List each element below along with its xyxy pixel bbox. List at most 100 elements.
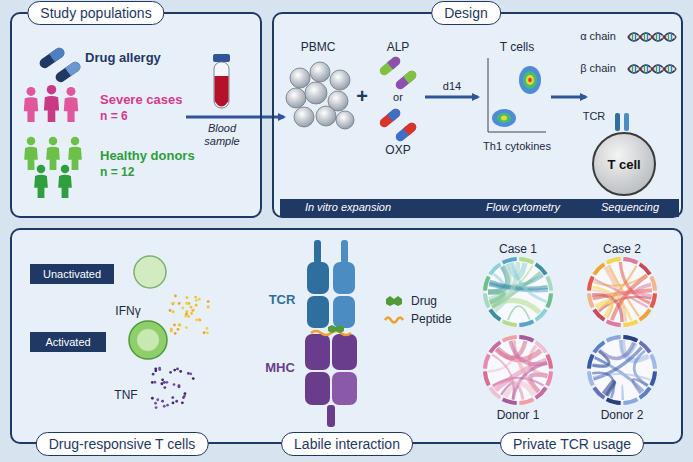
- cytokine-dots: [169, 371, 172, 374]
- tcr-mhc-molecule: [328, 325, 336, 333]
- cytokine-dots: [151, 397, 154, 400]
- chord-diagrams: [545, 354, 553, 369]
- chord-diagrams: [621, 385, 624, 400]
- flow-plot: [519, 66, 541, 94]
- chord-diagrams: [502, 257, 517, 265]
- text-label: Drug allergy: [85, 50, 161, 65]
- oxp-capsules: [403, 121, 418, 136]
- dna-helix: [671, 33, 672, 40]
- panel: Drug-responsive T cellsLabile interactio…: [10, 228, 683, 444]
- cytokine-dots: [186, 296, 189, 299]
- tcr-mhc-molecule: [333, 262, 355, 294]
- step-label: Sequencing: [601, 201, 659, 213]
- text-label: IFNγ: [115, 304, 140, 318]
- dna-helix: [665, 67, 666, 70]
- cytokine-dots: [163, 405, 166, 408]
- cytokine-dots: [169, 309, 172, 312]
- chord-diagrams: [623, 340, 649, 360]
- chord-diagrams: [519, 319, 534, 327]
- chord-diagrams: [587, 276, 595, 291]
- text-label: Donor 1: [497, 408, 540, 422]
- dna-helix: [647, 65, 648, 72]
- text-label: T cells: [500, 40, 534, 54]
- legend-sample: [394, 296, 402, 306]
- text-label: α chain: [580, 30, 616, 42]
- chord-diagrams: [502, 335, 517, 343]
- tcr-mhc-molecule: [336, 325, 344, 333]
- cytokine-dots: [183, 395, 186, 398]
- cytokine-dots: [170, 330, 173, 333]
- dna-helix: [659, 33, 660, 40]
- cytokine-dots: [165, 381, 168, 384]
- chord-diagrams: [649, 371, 657, 386]
- chord-diagrams: [649, 354, 657, 369]
- tcr-mhc-molecule: [305, 372, 330, 405]
- cytokine-dots: [198, 319, 201, 322]
- chord-diagrams: [606, 397, 621, 405]
- blood-tube: [215, 76, 229, 107]
- cytokine-dots: [154, 369, 157, 372]
- cytokine-dots: [154, 402, 157, 405]
- healthy-donor-figures: [24, 137, 82, 198]
- cytokine-dots: [189, 372, 192, 375]
- resting-cell: [134, 256, 166, 288]
- chord-diagrams: [519, 335, 534, 343]
- alp-capsules: [378, 55, 402, 77]
- tcr-mhc-molecule: [332, 372, 357, 405]
- oxp-capsules: [378, 107, 418, 143]
- cytokine-dots: [203, 331, 206, 334]
- legend-sample: [384, 294, 406, 308]
- cytokine-dots: [154, 381, 157, 384]
- chord-diagrams: [649, 293, 657, 308]
- chord-diagrams: [639, 387, 652, 400]
- step-bar: In vitro expansionFlow cytometrySequenci…: [280, 199, 679, 217]
- cytokine-dots: [185, 326, 188, 329]
- dna-helix: [635, 65, 636, 72]
- text-label: Severe cases: [100, 92, 182, 107]
- panel-title: Study populations: [27, 1, 164, 25]
- cytokine-dots: [179, 370, 182, 373]
- activated-cell: [137, 329, 159, 351]
- flow-plot: [488, 58, 546, 132]
- chord-diagrams: [488, 309, 501, 322]
- oxp-capsules: [394, 121, 418, 143]
- dna-helix: [644, 65, 645, 72]
- dna-helix: [674, 35, 675, 38]
- cytokine-dots: [181, 307, 184, 310]
- cytokine-dots: [173, 369, 176, 372]
- chord-diagrams: [606, 257, 621, 265]
- chord-diagrams: [592, 387, 605, 400]
- chord-diagrams: [545, 371, 553, 386]
- cytokine-dots: [161, 400, 164, 403]
- cytokine-dots: [152, 373, 155, 376]
- drug-capsules: [38, 46, 67, 70]
- dna-helix: [674, 67, 675, 70]
- oxp-capsules: [394, 121, 418, 143]
- cytokine-dots: [207, 300, 210, 303]
- cytokine-dots: [173, 383, 176, 386]
- chord-diagrams: [502, 397, 517, 405]
- legend-row: Drug: [384, 294, 452, 308]
- cytokine-dots: [192, 377, 195, 380]
- text-label: OXP: [385, 143, 410, 157]
- cytokine-dots: [158, 367, 161, 370]
- legend: DrugPeptide: [384, 294, 452, 326]
- chord-diagrams: [592, 357, 608, 367]
- arrow: [551, 96, 586, 99]
- dna-helix: [628, 65, 676, 73]
- chord-diagrams: [545, 293, 553, 308]
- chord-diagrams: [623, 397, 638, 405]
- flow-plot: [523, 71, 537, 89]
- cytokine-dots: [173, 324, 176, 327]
- activated-cell: [129, 321, 167, 359]
- cytokine-dots: [163, 381, 166, 384]
- drug-capsules: [38, 46, 83, 84]
- tcr-mhc-molecule: [341, 240, 348, 264]
- text-label: PBMC: [301, 40, 336, 54]
- alp-capsules: [403, 74, 412, 83]
- chord-diagrams: [488, 292, 503, 303]
- cytokine-dots: [198, 298, 201, 301]
- chord-diagrams: [483, 354, 491, 369]
- blood-tube: [213, 54, 230, 108]
